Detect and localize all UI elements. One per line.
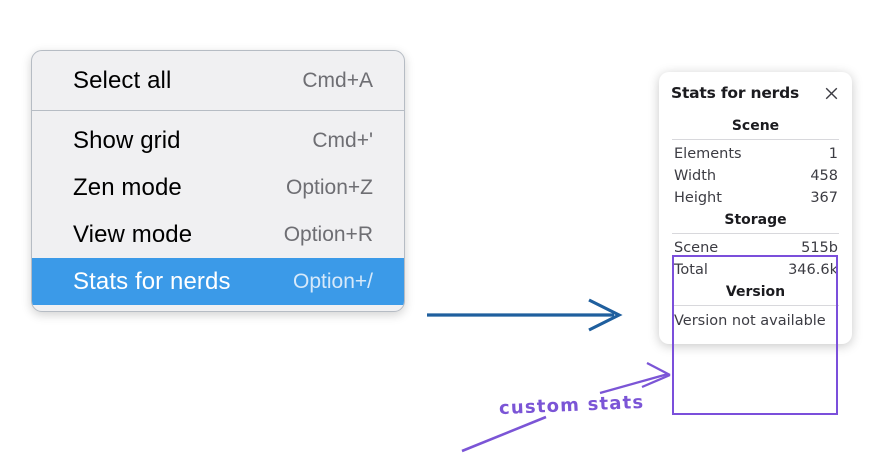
row-value: 458 — [810, 168, 838, 184]
menu-item-shortcut: Option+Z — [286, 175, 373, 199]
section-rule — [672, 233, 839, 234]
menu-item-label: Stats for nerds — [73, 267, 231, 295]
menu-item-label: Zen mode — [73, 173, 182, 201]
row-value: 367 — [810, 190, 838, 206]
stats-row-elements: Elements 1 — [671, 143, 840, 165]
version-section-heading: Version — [725, 284, 786, 300]
row-label: Total — [674, 262, 708, 278]
stats-panel-title: Stats for nerds — [671, 84, 800, 102]
section-rule — [672, 139, 839, 140]
menu-item-stats-for-nerds[interactable]: Stats for nerds Option+/ — [32, 258, 404, 305]
menu-item-shortcut: Option+/ — [293, 269, 373, 293]
row-value: 515b — [801, 240, 838, 256]
handwritten-annotation-label: custom stats — [498, 391, 645, 420]
row-label: Width — [674, 168, 717, 184]
stats-for-nerds-panel: Stats for nerds Scene Elements 1 Width 4… — [659, 72, 852, 344]
row-label: Elements — [674, 146, 742, 162]
scene-section-heading: Scene — [731, 118, 780, 134]
flow-arrow-icon — [427, 298, 623, 332]
storage-section-heading: Storage — [724, 212, 787, 228]
row-label: Height — [674, 190, 722, 206]
stats-row-storage-scene: Scene 515b — [671, 237, 840, 259]
close-icon[interactable] — [823, 85, 840, 102]
menu-item-select-all[interactable]: Select all Cmd+A — [32, 57, 404, 104]
menu-item-shortcut: Option+R — [283, 222, 373, 246]
context-menu[interactable]: Select all Cmd+A Show grid Cmd+' Zen mod… — [31, 50, 405, 312]
stats-row-height: Height 367 — [671, 187, 840, 209]
menu-item-label: View mode — [73, 220, 193, 248]
row-value: 1 — [828, 146, 838, 162]
menu-separator — [32, 110, 404, 111]
annotation-underline-stroke — [461, 415, 547, 453]
menu-item-label: Show grid — [73, 126, 181, 154]
menu-item-shortcut: Cmd+A — [302, 68, 373, 92]
menu-group-2: Show grid Cmd+' Zen mode Option+Z View m… — [32, 111, 404, 311]
stats-panel-header: Stats for nerds — [671, 84, 840, 102]
annotation-arrow-icon — [599, 361, 671, 395]
menu-group-1: Select all Cmd+A — [32, 51, 404, 110]
menu-item-show-grid[interactable]: Show grid Cmd+' — [32, 117, 404, 164]
version-note: Version not available — [674, 313, 826, 329]
row-label: Scene — [674, 240, 719, 256]
row-value: 346.6k — [788, 262, 838, 278]
menu-item-label: Select all — [73, 66, 172, 94]
menu-item-zen-mode[interactable]: Zen mode Option+Z — [32, 164, 404, 211]
menu-item-shortcut: Cmd+' — [312, 128, 373, 152]
stats-row-width: Width 458 — [671, 165, 840, 187]
menu-item-view-mode[interactable]: View mode Option+R — [32, 211, 404, 258]
section-rule — [672, 305, 839, 306]
stats-row-storage-total: Total 346.6k — [671, 259, 840, 281]
